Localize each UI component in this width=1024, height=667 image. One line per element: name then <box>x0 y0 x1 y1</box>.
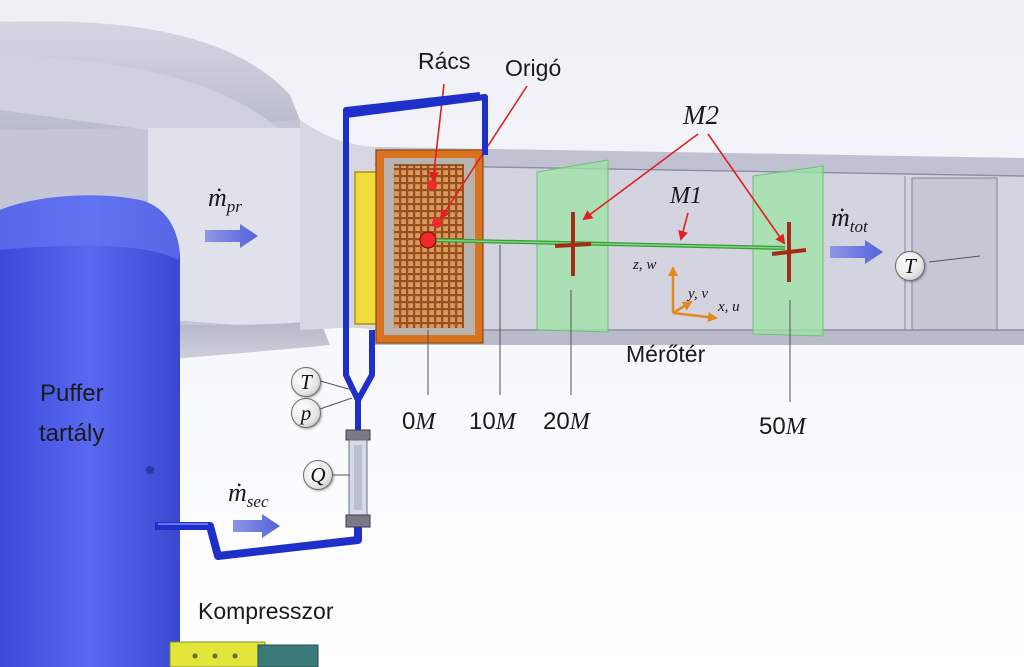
secondary-flow-label: ṁsec <box>228 478 269 511</box>
probe-50M <box>771 222 807 282</box>
buffer-tank-label-line2: tartály <box>39 420 105 447</box>
pressure-gauge: p <box>291 398 321 428</box>
origin-label: Origó <box>505 55 562 81</box>
axis-z-label: z, w <box>633 257 657 273</box>
axis-x-label: x, u <box>718 299 740 315</box>
injector-plate <box>354 171 378 325</box>
outlet-temperature-gauge: T <box>895 251 925 281</box>
position-label-50M: 50M <box>759 413 806 440</box>
position-label-10M: 10M <box>469 408 516 435</box>
origin-point <box>419 231 437 249</box>
total-flow-arrow <box>830 240 883 264</box>
position-label-20M: 20M <box>543 408 590 435</box>
inlet-temperature-gauge: T <box>291 367 321 397</box>
primary-flow-label: ṁpr <box>208 183 242 216</box>
grid-label: Rács <box>418 48 471 74</box>
buffer-tank <box>0 195 180 667</box>
m1-label: M1 <box>670 183 702 209</box>
leader-lines <box>316 245 981 476</box>
grid-marker <box>427 180 437 190</box>
m2-label: M2 <box>683 100 719 130</box>
secondary-flow-arrow <box>233 514 280 538</box>
probe-20M <box>554 212 592 276</box>
total-flow-label: ṁtot <box>831 203 868 236</box>
coordinate-axes <box>668 266 718 323</box>
primary-flow-arrow <box>205 224 258 248</box>
position-label-0M: 0M <box>402 408 436 435</box>
rotameter <box>345 429 371 528</box>
axis-y-label: y, v <box>688 286 708 302</box>
injector-loop-pipe <box>343 92 488 430</box>
compressor <box>169 641 319 667</box>
origin-marker <box>432 218 442 228</box>
test-section-label: Mérőtér <box>626 341 706 367</box>
buffer-tank-label-line1: Puffer <box>40 380 104 407</box>
flow-rate-gauge: Q <box>303 460 333 490</box>
secondary-pipe <box>155 522 362 560</box>
compressor-label: Kompresszor <box>198 598 334 624</box>
